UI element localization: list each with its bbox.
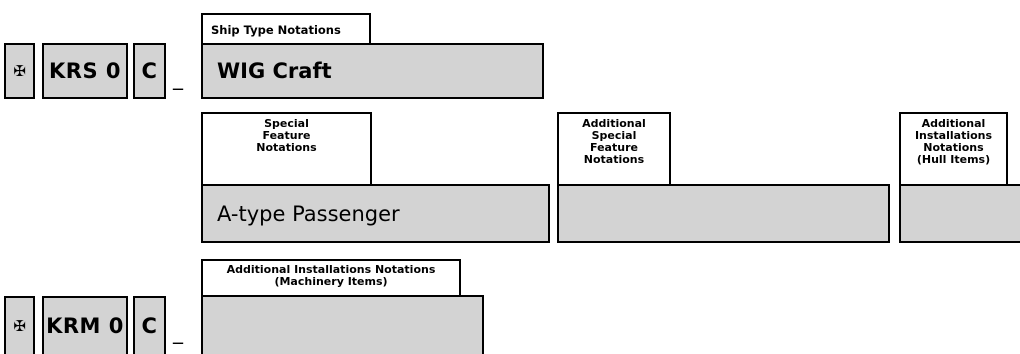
additional-special-feature-notations-tab: Additional Special Feature Notations	[557, 112, 671, 186]
special-feature-notations-tab: Special Feature Notations	[201, 112, 372, 186]
additional-installations-hull-tab-line-4: (Hull Items)	[916, 152, 991, 166]
krm-maltese-cross-symbol: ✠	[4, 296, 35, 354]
additional-installations-hull-value-box	[899, 184, 1020, 243]
additional-installations-hull-tab-line-2: Installations	[914, 128, 993, 142]
special-feature-tab-line-3: Notations	[256, 140, 317, 154]
additional-installations-machinery-notations-tab: Additional Installations Notations (Mach…	[201, 259, 461, 297]
additional-installations-hull-tab-line-1: Additional	[921, 117, 986, 130]
additional-special-feature-tab-line-3: Feature	[590, 140, 638, 154]
ship-type-notations-tab: Ship Type Notations	[201, 13, 371, 45]
krs-c-box: C	[133, 43, 166, 99]
ship-type-value-box: WIG Craft	[201, 43, 544, 99]
additional-special-feature-tab-line-1: Additional	[582, 117, 646, 130]
additional-special-feature-tab-line-4: Notations	[583, 152, 645, 166]
additional-installations-hull-tab-line-3: Notations	[923, 140, 984, 154]
krm-c-box: C	[133, 296, 166, 354]
krs-maltese-cross-symbol: ✠	[4, 43, 35, 99]
additional-special-feature-value-box	[557, 184, 890, 243]
additional-installations-machinery-tab-line-1: Additional Installations Notations	[226, 263, 436, 276]
additional-installations-machinery-value-box	[201, 295, 484, 354]
special-feature-tab-line-1: Special	[264, 117, 309, 130]
krm-code-box: KRM 0	[42, 296, 128, 354]
special-feature-value-box: A-type Passenger	[201, 184, 550, 243]
additional-special-feature-tab-line-2: Special	[591, 128, 637, 142]
krs-separator: _	[173, 66, 183, 90]
krm-separator: _	[173, 320, 183, 344]
krs-code-box: KRS 0	[42, 43, 128, 99]
special-feature-tab-line-2: Feature	[262, 128, 311, 142]
additional-installations-machinery-tab-line-2: (Machinery Items)	[274, 274, 388, 288]
additional-installations-hull-notations-tab: Additional Installations Notations (Hull…	[899, 112, 1008, 186]
